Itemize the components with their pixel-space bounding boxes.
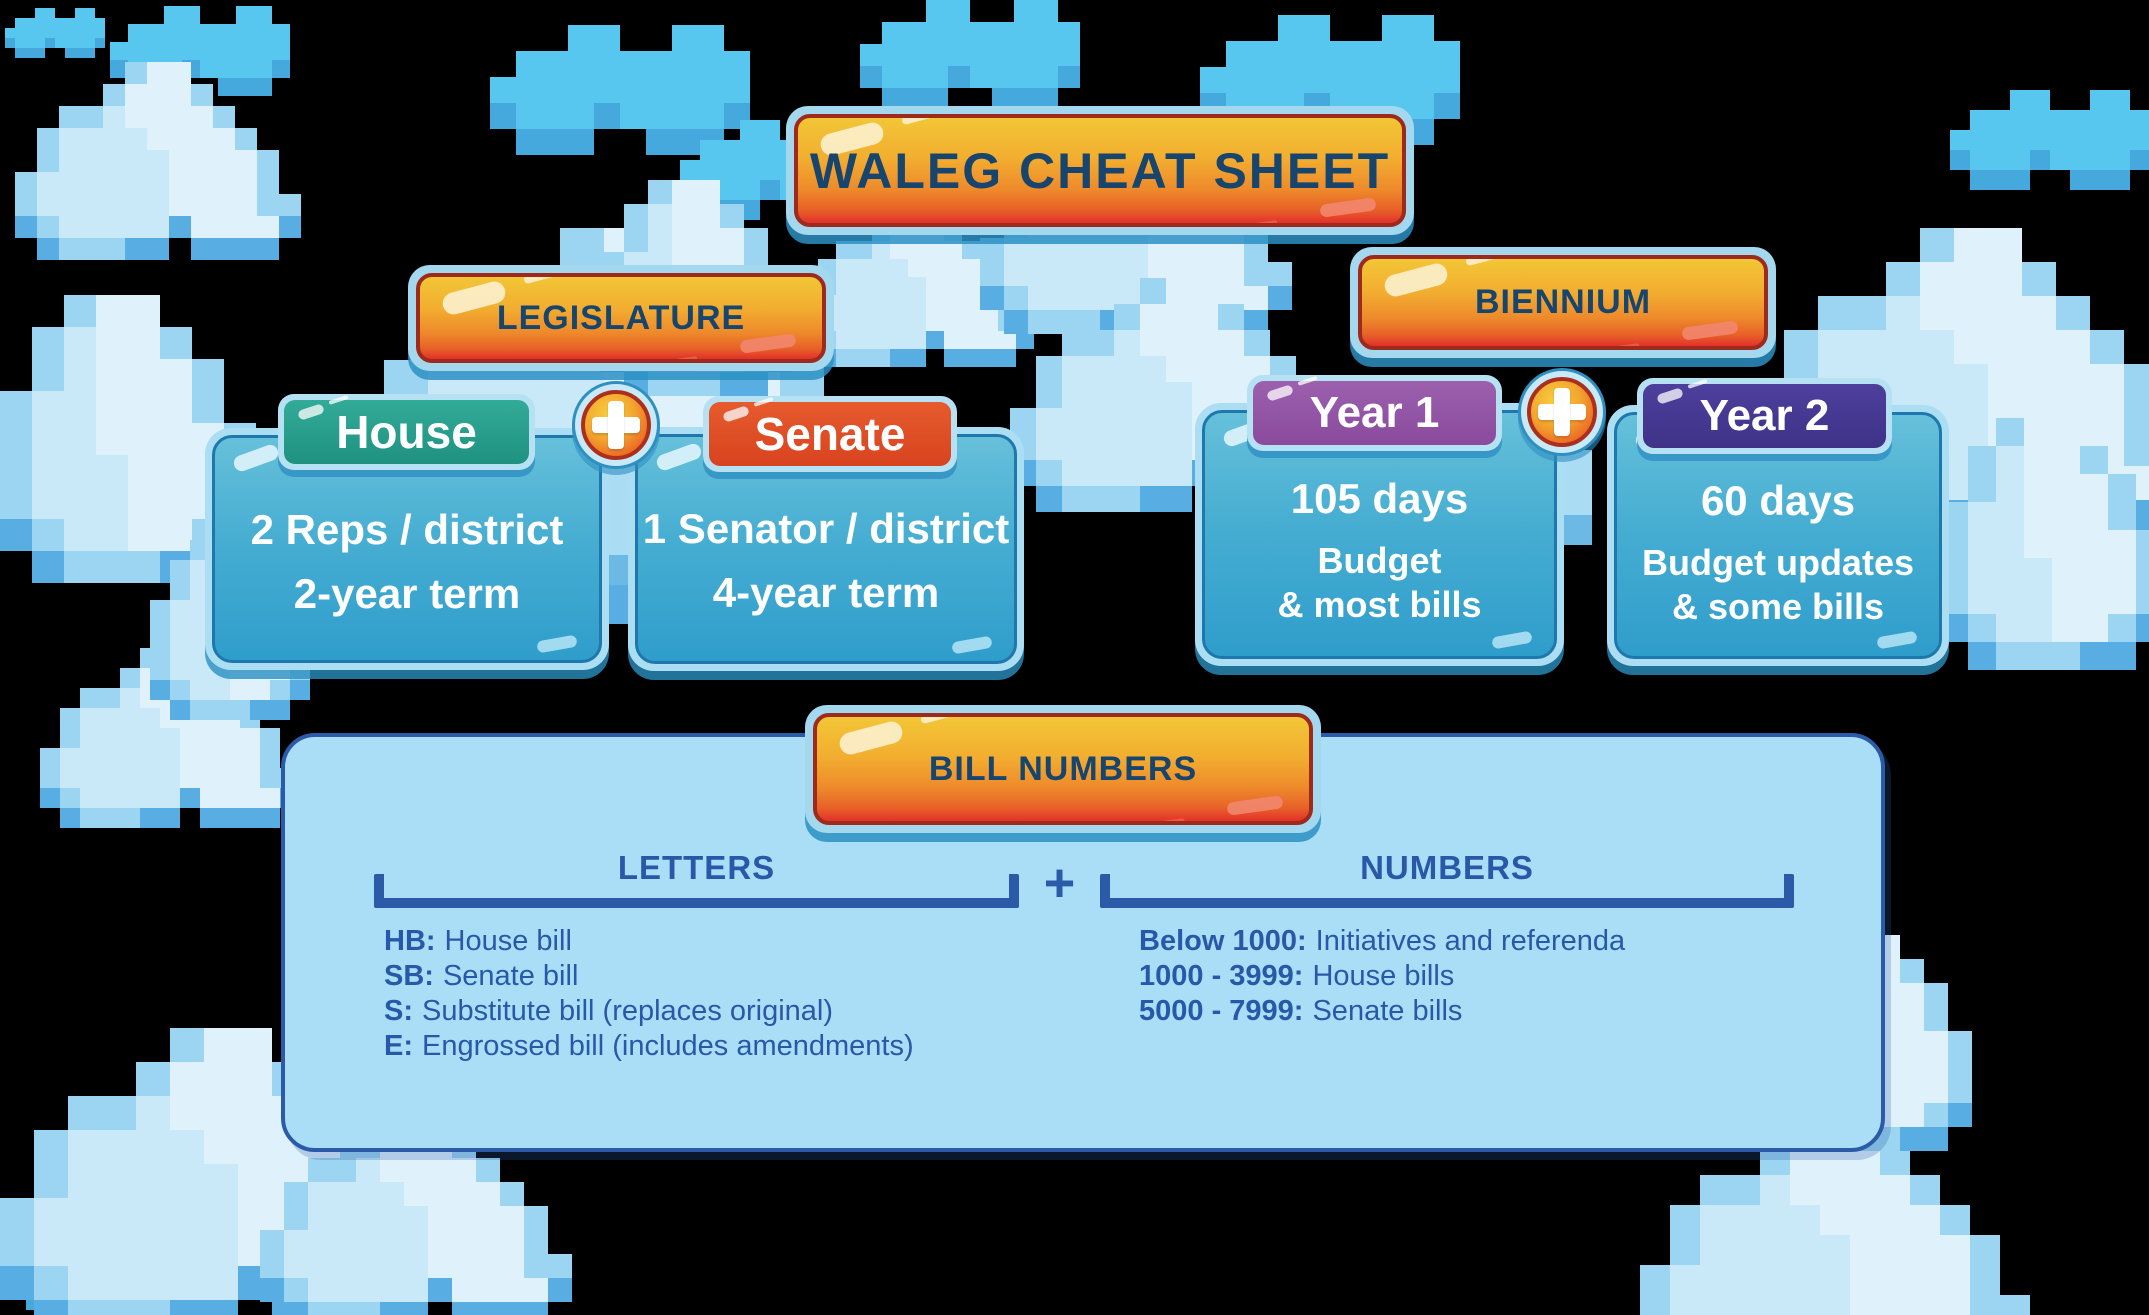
- house-term-line: 2-year term: [293, 570, 521, 617]
- plus-icon: [581, 390, 651, 460]
- year2-note-line1: Budget updates: [1641, 542, 1914, 583]
- numbers-definition-list: Below 1000:Initiatives and referenda 100…: [1139, 924, 1625, 1029]
- numbers-item-key: Below 1000:: [1139, 925, 1307, 957]
- numbers-item-desc: Senate bills: [1312, 995, 1463, 1027]
- year1-label: Year 1: [1253, 381, 1496, 445]
- biennium-heading-banner: BIENNIUM: [1350, 247, 1776, 358]
- numbers-item: Below 1000:Initiatives and referenda: [1139, 924, 1625, 959]
- pixel-cloud: [15, 62, 301, 260]
- year1-label-pill: Year 1: [1247, 375, 1502, 451]
- legislature-banner-face: LEGISLATURE: [416, 273, 826, 363]
- year2-label: Year 2: [1643, 384, 1886, 448]
- senate-term-line: 4-year term: [712, 569, 940, 616]
- letters-item-desc: House bill: [444, 925, 572, 957]
- pixel-cloud: [5, 8, 105, 58]
- page-title: WALEG CHEAT SHEET: [809, 142, 1391, 199]
- house-label-pill: House: [278, 394, 535, 470]
- letters-item-key: E:: [384, 1030, 413, 1062]
- numbers-item: 1000 - 3999:House bills: [1139, 959, 1625, 994]
- year1-note-line1: Budget: [1317, 540, 1442, 581]
- senate-label-pill: Senate: [703, 396, 957, 472]
- senate-card: 1 Senator / district 4-year term: [628, 427, 1024, 671]
- year2-label-pill: Year 2: [1637, 378, 1892, 454]
- letters-item: S: Substitute bill (replaces original): [384, 994, 914, 1029]
- title-banner: WALEG CHEAT SHEET: [786, 106, 1414, 235]
- plus-medallion-icon: [572, 381, 660, 469]
- year1-year2-connector: [1564, 450, 1592, 545]
- letters-column-heading: LETTERS: [617, 849, 776, 886]
- numbers-item-desc: House bills: [1312, 960, 1455, 992]
- year1-note-line2: & most bills: [1277, 584, 1482, 625]
- plus-medallion-icon: [1518, 368, 1606, 456]
- numbers-item-key: 1000 - 3999:: [1139, 960, 1304, 992]
- year1-days-line: 105 days: [1290, 475, 1469, 522]
- pixel-cloud: [1950, 90, 2149, 190]
- letters-item-key: HB:: [384, 925, 436, 957]
- house-card: 2 Reps / district 2-year term: [205, 428, 609, 670]
- biennium-heading: BIENNIUM: [1474, 283, 1652, 321]
- year2-days-line: 60 days: [1700, 477, 1856, 524]
- pixel-cloud: [1940, 418, 2149, 670]
- numbers-item-desc: Initiatives and referenda: [1315, 925, 1626, 957]
- letters-definition-list: HB:House bill SB:Senate bill S: Substitut…: [384, 924, 914, 1064]
- year2-note-line2: & some bills: [1671, 586, 1885, 627]
- numbers-bracket: [1100, 874, 1794, 908]
- letters-numbers-plus: +: [1043, 853, 1076, 913]
- plus-icon: [1527, 377, 1597, 447]
- house-reps-line: 2 Reps / district: [250, 506, 564, 553]
- legislature-heading: LEGISLATURE: [496, 298, 746, 337]
- bill-numbers-heading: BILL NUMBERS: [928, 749, 1198, 788]
- bill-numbers-banner-face: BILL NUMBERS: [813, 713, 1313, 825]
- letters-item-desc: Senate bill: [442, 960, 579, 992]
- numbers-item: 5000 - 7999:Senate bills: [1139, 994, 1625, 1029]
- biennium-banner-face: BIENNIUM: [1358, 255, 1768, 350]
- house-label: House: [284, 400, 529, 464]
- letters-item: E: Engrossed bill (includes amendments): [384, 1029, 914, 1064]
- letters-bracket: [374, 874, 1019, 908]
- letters-item: SB:Senate bill: [384, 959, 914, 994]
- legislature-heading-banner: LEGISLATURE: [408, 265, 834, 371]
- numbers-column-heading: NUMBERS: [1360, 849, 1534, 886]
- letters-item-desc: Substitute bill (replaces original): [422, 995, 834, 1027]
- numbers-item-key: 5000 - 7999:: [1139, 995, 1304, 1027]
- letters-item: HB:House bill: [384, 924, 914, 959]
- title-banner-face: WALEG CHEAT SHEET: [794, 114, 1406, 227]
- letters-item-desc: Engrossed bill (includes amendments): [422, 1030, 914, 1062]
- pixel-cloud: [860, 0, 1080, 110]
- senate-reps-line: 1 Senator / district: [642, 505, 1010, 552]
- letters-item-key: SB:: [384, 960, 434, 992]
- letters-item-key: S:: [384, 995, 413, 1027]
- senate-label: Senate: [709, 402, 951, 466]
- bill-numbers-heading-banner: BILL NUMBERS: [805, 705, 1321, 833]
